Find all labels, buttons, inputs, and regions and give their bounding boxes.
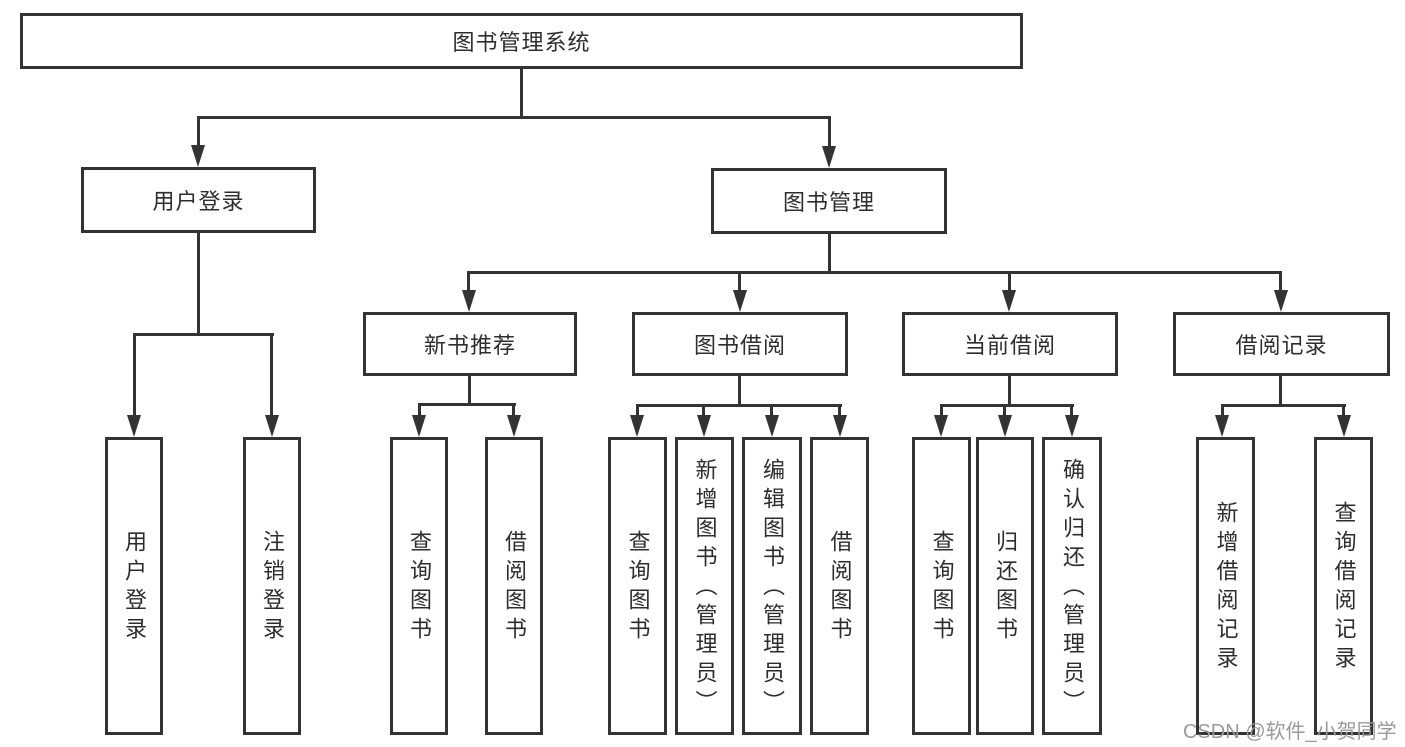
- connector-line: [418, 403, 516, 406]
- leaf-query-borrow-record: 查询借阅记录: [1314, 437, 1373, 735]
- connector-line: [828, 116, 831, 147]
- connector-line: [133, 333, 136, 417]
- connector-line: [1008, 271, 1011, 292]
- node-borrow-records: 借阅记录: [1173, 312, 1390, 376]
- arrow-down-icon: [1002, 290, 1016, 312]
- node-root-library-system: 图书管理系统: [20, 13, 1023, 69]
- arrow-down-icon: [265, 415, 279, 437]
- connector-line: [468, 376, 471, 405]
- connector-line: [828, 234, 831, 273]
- arrow-down-icon: [412, 415, 426, 437]
- connector-line: [1008, 376, 1011, 406]
- arrow-down-icon: [998, 415, 1012, 437]
- arrow-down-icon: [733, 290, 747, 312]
- connector-line: [520, 69, 523, 118]
- connector-line: [197, 116, 831, 119]
- connector-line: [738, 271, 741, 292]
- leaf-confirm-return-admin: 确认归还（管理员）: [1042, 437, 1102, 735]
- arrow-down-icon: [833, 415, 847, 437]
- leaf-borrow-books: 借阅图书: [485, 437, 543, 735]
- connector-line: [636, 404, 639, 417]
- connector-line: [1279, 375, 1282, 406]
- connector-line: [1279, 271, 1282, 292]
- leaf-query-books: 查询图书: [608, 437, 667, 735]
- arrow-down-icon: [934, 415, 948, 437]
- csdn-watermark: CSDN @软件_小贺同学: [1183, 721, 1397, 743]
- node-user-login: 用户登录: [81, 167, 316, 233]
- connector-line: [133, 333, 274, 336]
- arrow-down-icon: [822, 146, 836, 168]
- leaf-borrow-books: 借阅图书: [810, 437, 869, 735]
- connector-line: [197, 116, 200, 146]
- arrow-down-icon: [507, 415, 521, 437]
- arrow-down-icon: [191, 145, 205, 167]
- node-book-management: 图书管理: [711, 168, 947, 234]
- connector-line: [1221, 404, 1224, 417]
- leaf-logout-login: 注销登录: [243, 437, 301, 735]
- connector-line: [1221, 404, 1346, 407]
- connector-line: [197, 233, 200, 336]
- connector-line: [512, 403, 515, 417]
- connector-line: [418, 403, 421, 417]
- connector-line: [940, 404, 943, 417]
- arrow-down-icon: [1215, 415, 1229, 437]
- arrow-down-icon: [127, 415, 141, 437]
- leaf-query-books: 查询图书: [390, 437, 448, 735]
- leaf-add-books-admin: 新增图书（管理员）: [675, 437, 734, 735]
- connector-line: [770, 404, 773, 417]
- connector-line: [940, 404, 1074, 407]
- arrow-down-icon: [462, 290, 476, 312]
- connector-line: [636, 404, 842, 407]
- connector-line: [467, 271, 470, 292]
- connector-line: [702, 404, 705, 417]
- connector-line: [270, 333, 273, 417]
- node-new-book-recommend: 新书推荐: [363, 312, 577, 376]
- connector-line: [467, 271, 1282, 274]
- connector-line: [738, 376, 741, 406]
- arrow-down-icon: [1274, 290, 1288, 312]
- node-current-borrow: 当前借阅: [902, 312, 1118, 376]
- arrow-down-icon: [765, 415, 779, 437]
- leaf-user-login: 用户登录: [105, 437, 163, 735]
- node-book-borrow: 图书借阅: [632, 312, 848, 376]
- arrow-down-icon: [697, 415, 711, 437]
- leaf-edit-books-admin: 编辑图书（管理员）: [742, 437, 802, 735]
- connector-line: [1003, 404, 1006, 417]
- leaf-add-borrow-record: 新增借阅记录: [1196, 437, 1255, 735]
- connector-line: [838, 404, 841, 417]
- connector-line: [1070, 404, 1073, 417]
- leaf-return-books: 归还图书: [976, 437, 1034, 735]
- connector-line: [1342, 404, 1345, 417]
- leaf-query-books: 查询图书: [912, 437, 971, 735]
- arrow-down-icon: [1065, 415, 1079, 437]
- arrow-down-icon: [1337, 415, 1351, 437]
- arrow-down-icon: [630, 415, 644, 437]
